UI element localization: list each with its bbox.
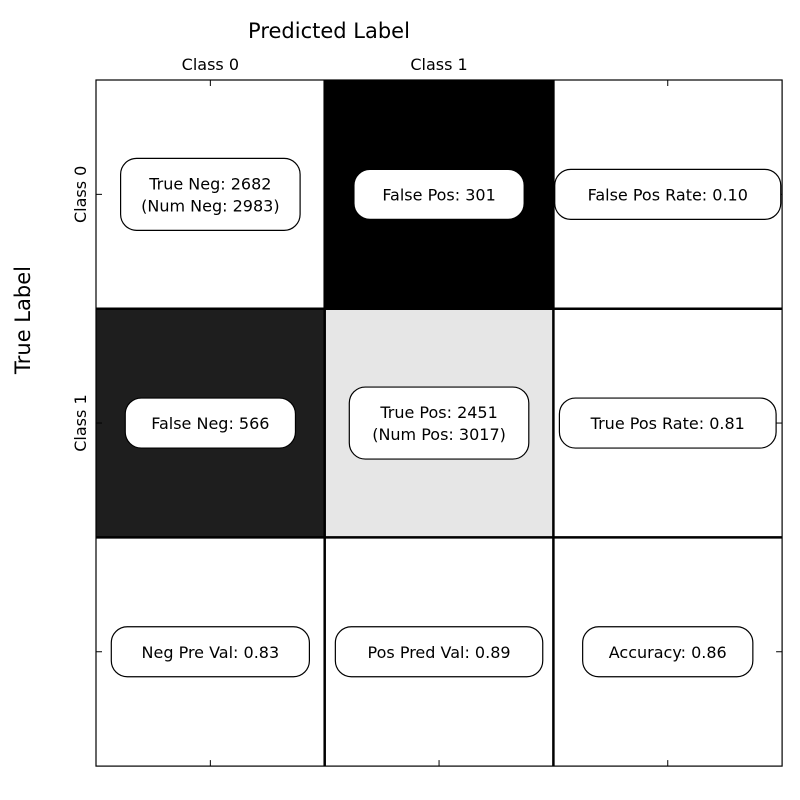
cell-annotation-text: False Pos Rate: 0.10	[588, 185, 748, 204]
annotation-box	[353, 168, 525, 220]
annotation-box	[110, 626, 311, 678]
x-tick-label: Class 0	[182, 55, 239, 74]
cell-annotation-text: Neg Pre Val: 0.83	[142, 643, 280, 662]
annotation-box	[554, 168, 782, 220]
x-tick-label: Class 1	[410, 55, 467, 74]
cell-annotation-text: False Pos: 301	[382, 185, 495, 204]
cell-annotation-text: (Num Neg: 2983)	[141, 196, 279, 215]
annotation-box	[124, 397, 297, 449]
annotation-box	[119, 157, 301, 231]
cell-annotation-text: True Pos Rate: 0.81	[590, 414, 745, 433]
y-tick-label: Class 0	[71, 166, 90, 223]
cell-annotation-text: False Neg: 566	[151, 414, 269, 433]
y-tick-label: Class 1	[71, 394, 90, 451]
annotation-box	[558, 397, 777, 449]
annotation-box	[582, 626, 754, 678]
y-axis-title: True Label	[11, 266, 35, 375]
x-axis-title: Predicted Label	[248, 19, 410, 43]
cell-annotation-text: True Pos: 2451	[379, 403, 497, 422]
annotation-box	[348, 386, 530, 460]
cell-annotation-text: Pos Pred Val: 0.89	[368, 643, 511, 662]
cell-annotation-text: (Num Pos: 3017)	[372, 425, 506, 444]
cell-annotation-text: True Neg: 2682	[148, 174, 271, 193]
cell-annotation-text: Accuracy: 0.86	[609, 643, 727, 662]
annotation-box	[334, 626, 544, 678]
